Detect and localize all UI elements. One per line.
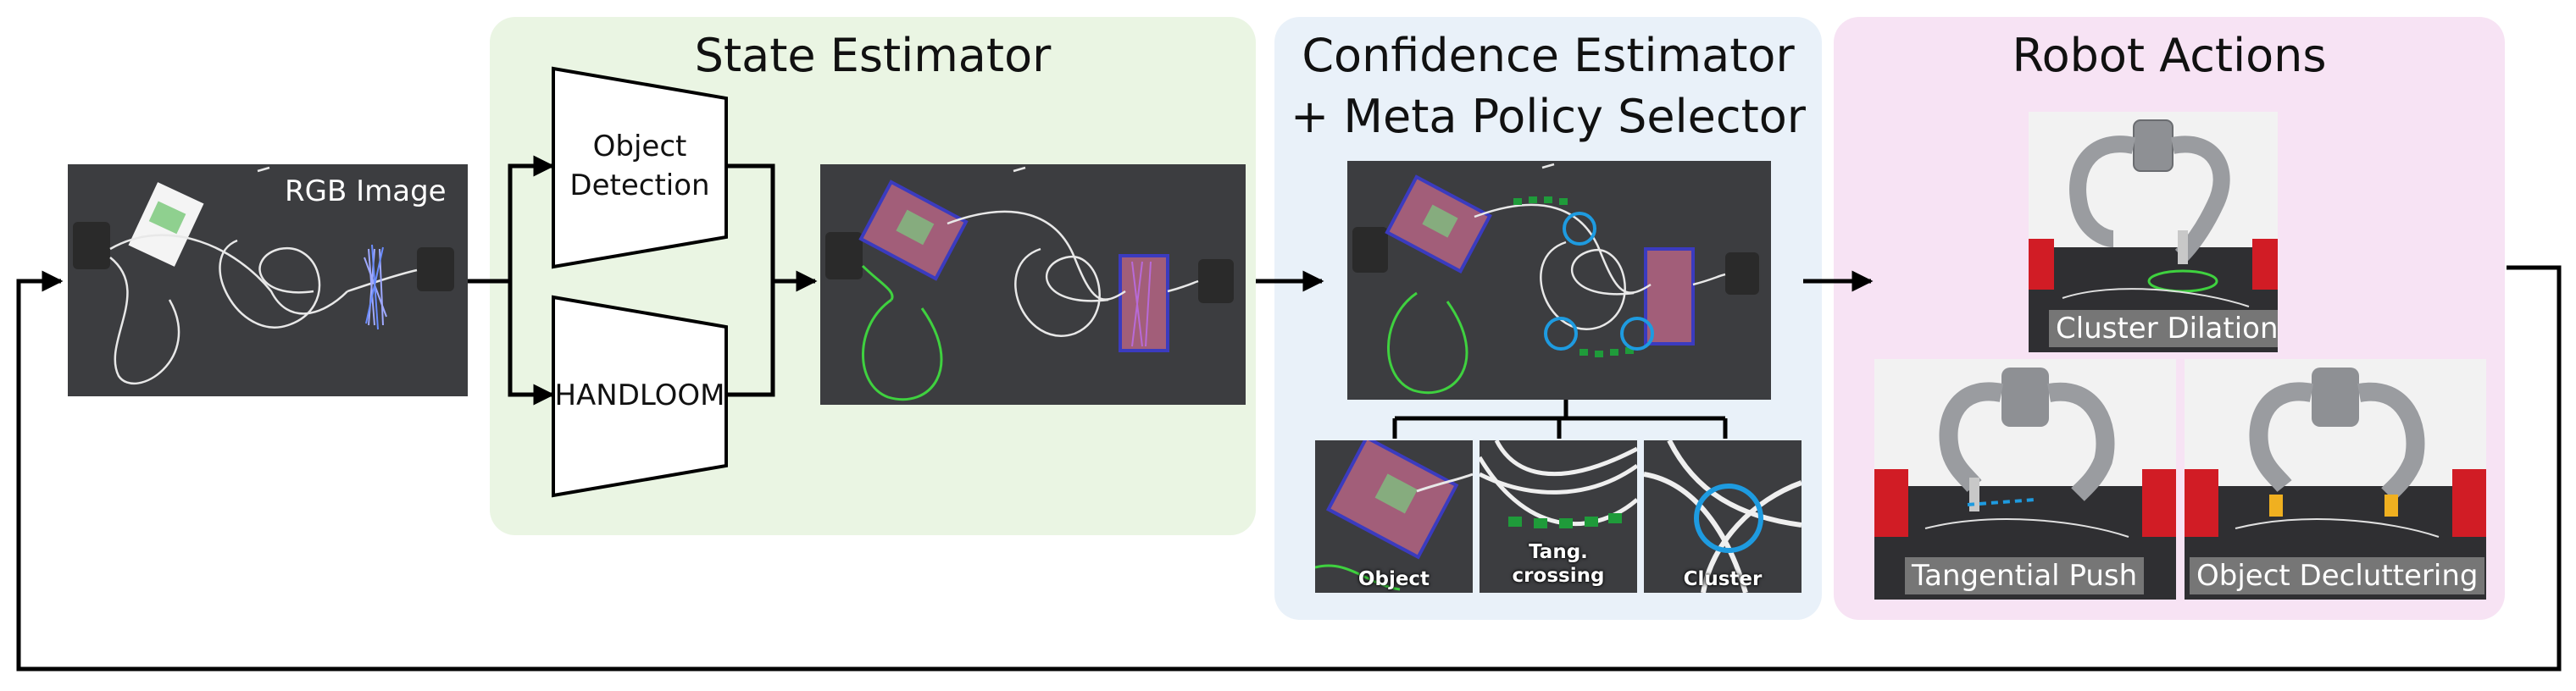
- robot-object-decluttering-image: Object Decluttering: [2185, 359, 2486, 600]
- crop-cluster-label: Cluster: [1683, 568, 1763, 590]
- robot-tangential-push-image: Tangential Push: [1874, 359, 2176, 600]
- tangential-push-caption: Tangential Push: [1905, 557, 2145, 594]
- rgb-input-image: [68, 164, 468, 396]
- confidence-title-line2: + Meta Policy Selector: [1291, 90, 1806, 143]
- cluster-dilation-caption: Cluster Dilation: [2049, 310, 2278, 347]
- crop-object: Object: [1315, 440, 1473, 593]
- object-detection-trapezoid: [552, 66, 728, 269]
- to-detection-arrow: [508, 155, 555, 281]
- feedback-loop-line: [16, 265, 2562, 672]
- confidence-title-line1: Confidence Estimator: [1302, 29, 1795, 82]
- crop-object-label: Object: [1357, 568, 1430, 590]
- crop-tangential-label: Tang. crossing: [1512, 541, 1605, 587]
- from-handloom-line: [725, 281, 775, 397]
- robot-cluster-dilation-image: Cluster Dilation: [2029, 112, 2278, 352]
- state-estimate-image: [820, 164, 1246, 405]
- to-handloom-arrow: [508, 281, 555, 406]
- confidence-main-image: [1347, 161, 1771, 400]
- handloom-trapezoid: [552, 295, 728, 498]
- robot-actions-title: Robot Actions: [2012, 29, 2327, 82]
- handloom-label: HANDLOOM: [554, 379, 725, 412]
- rgb-image-label: RGB Image: [285, 174, 447, 208]
- crop-cluster: Cluster: [1644, 440, 1802, 593]
- object-decluttering-caption: Object Decluttering: [2190, 557, 2485, 594]
- crop-tangential-crossing: Tang. crossing: [1480, 440, 1637, 593]
- state-estimator-title: State Estimator: [694, 29, 1052, 82]
- from-detection-line: [725, 163, 775, 281]
